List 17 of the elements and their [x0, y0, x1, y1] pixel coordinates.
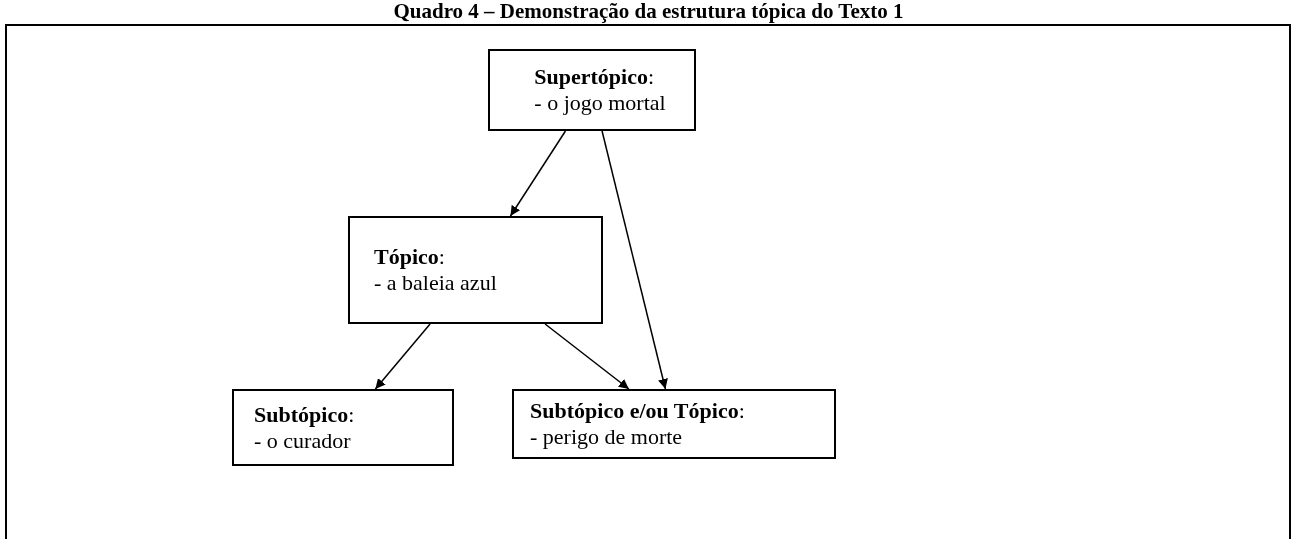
topic-heading: Supertópico:	[534, 64, 655, 90]
topic-heading: Tópico:	[374, 244, 445, 270]
topic-box	[512, 389, 836, 459]
topic-box	[488, 49, 696, 131]
arrow	[509, 130, 567, 217]
title: Quadro 4 – Demonstração da estrutura tópica do Texto 1	[392, 0, 905, 22]
arrow	[601, 130, 668, 390]
arrow	[544, 323, 630, 390]
topic-heading: Subtópico:	[254, 401, 355, 428]
topic-box	[348, 216, 603, 324]
topic-text: - o curador	[254, 427, 351, 454]
topic-text: - perigo de morte	[530, 424, 683, 450]
topic-heading: Subtópico e/ou Tópico:	[530, 398, 745, 424]
topic-text: - a baleia azul	[374, 270, 497, 296]
topic-box	[232, 389, 454, 466]
arrow	[374, 323, 431, 390]
topic-text: - o jogo mortal	[534, 90, 666, 116]
